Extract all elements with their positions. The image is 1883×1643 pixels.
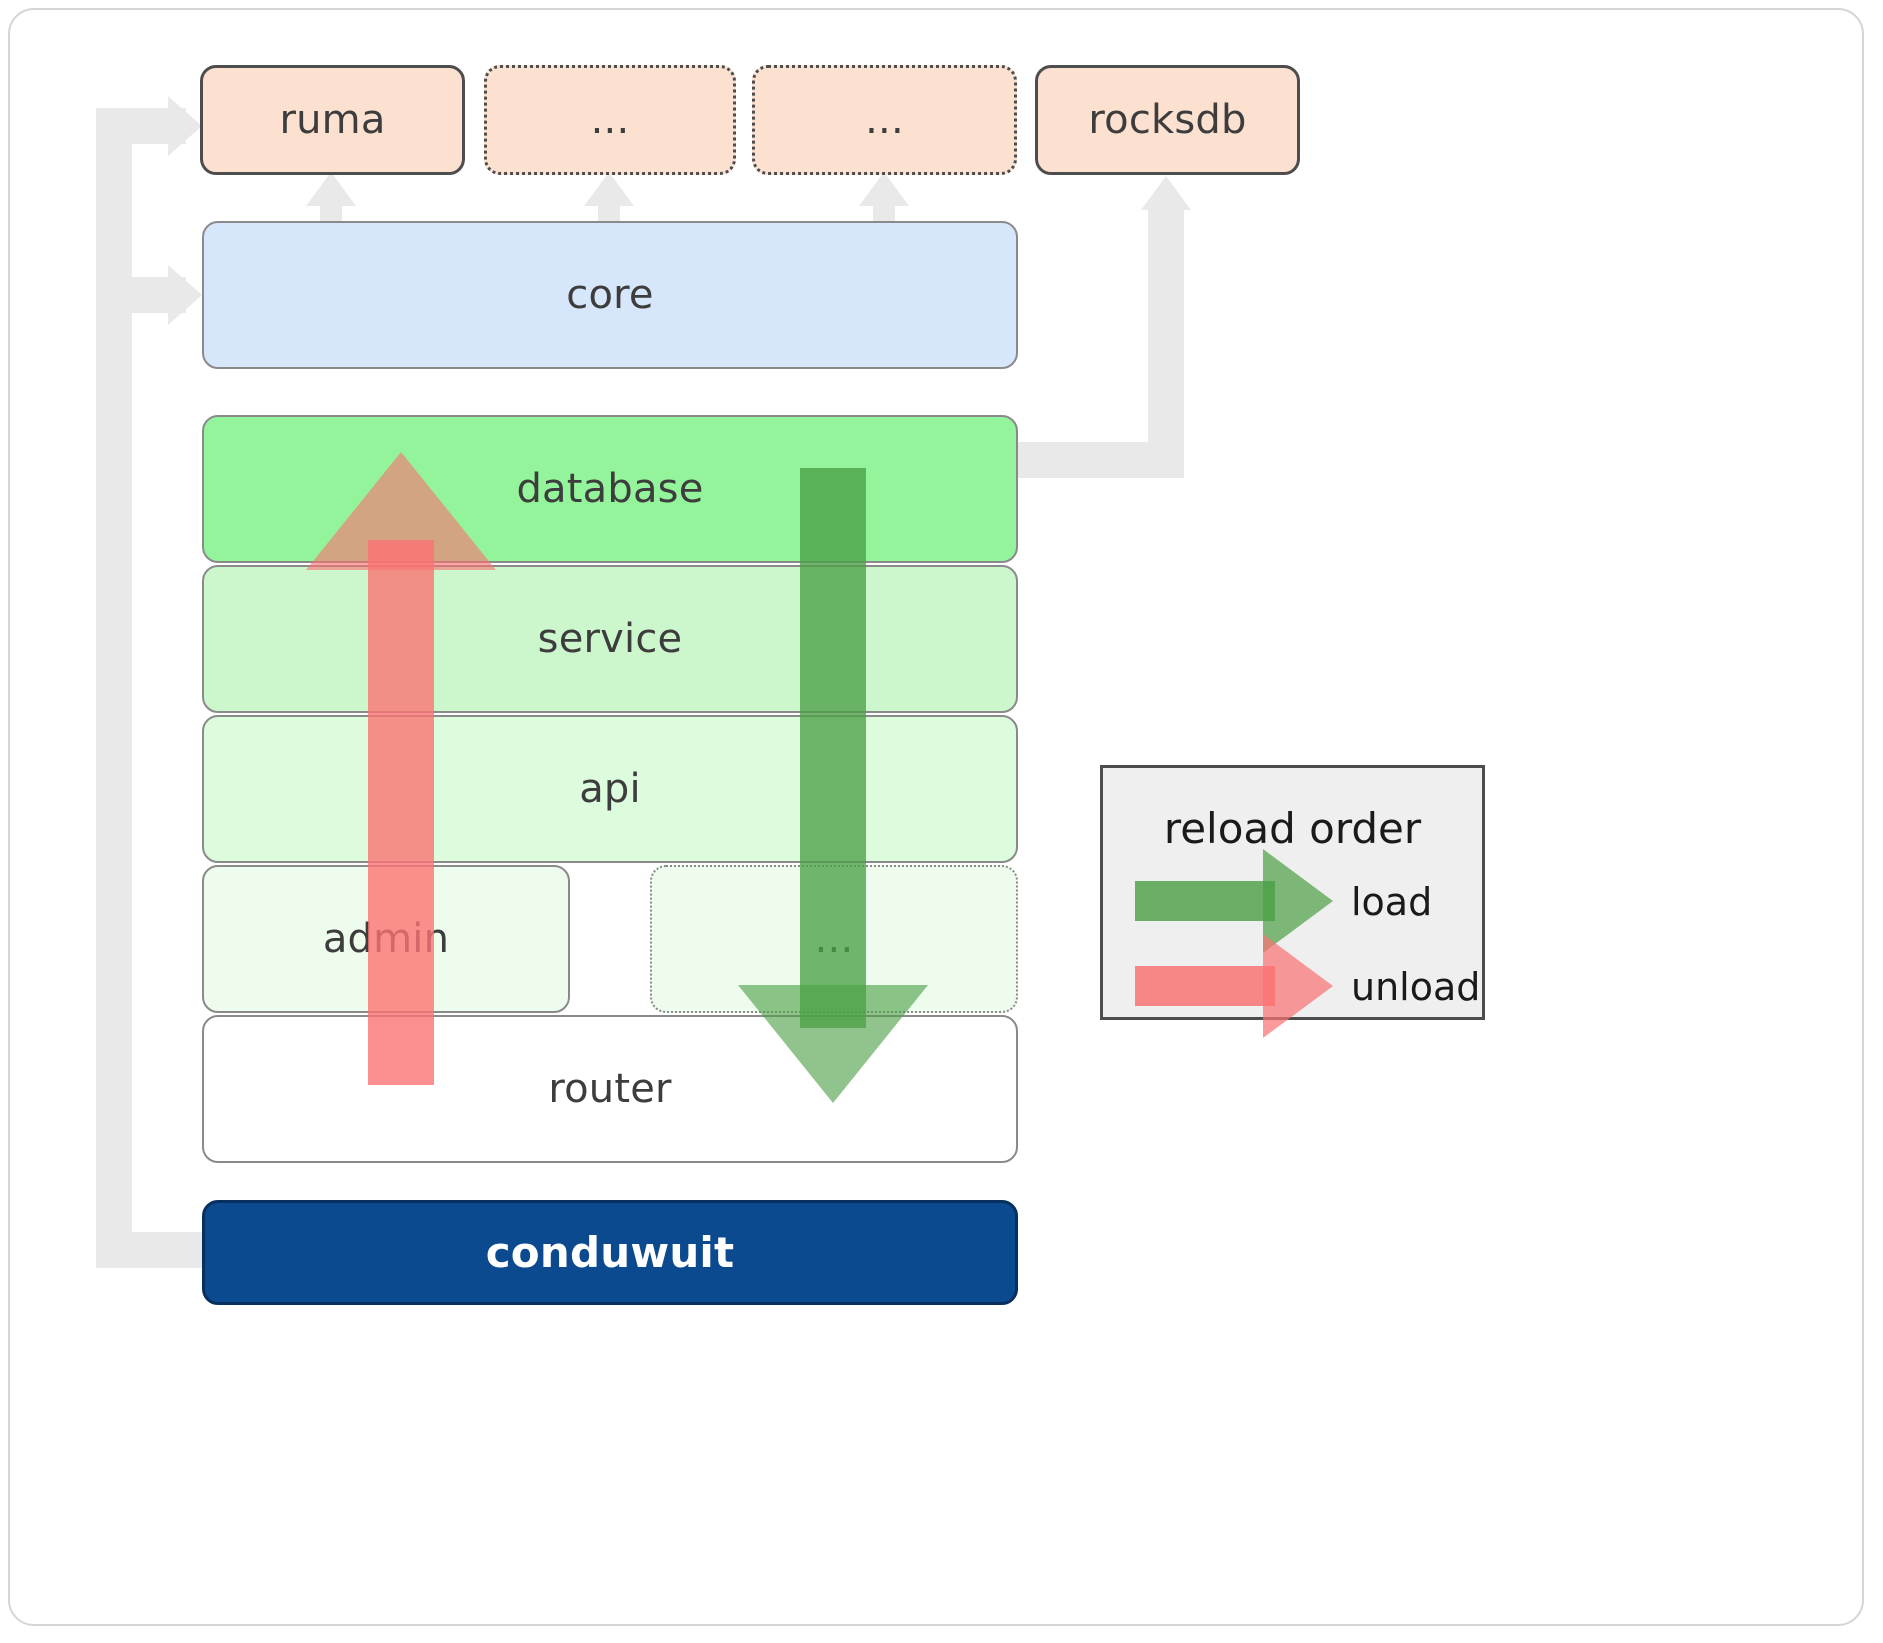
crate-box-ruma[interactable]: ruma [200, 65, 465, 175]
crate-label-ellipsis-1: ... [590, 97, 630, 143]
load-arrow-head [738, 985, 928, 1103]
legend-unload-label: unload [1351, 965, 1481, 1009]
layer-label-api: api [579, 766, 641, 812]
core-to-ruma-stem [320, 200, 342, 224]
legend-load-label: load [1351, 880, 1433, 924]
layer-box-core[interactable]: core [202, 221, 1018, 369]
grey-rocksdb-stem-horizontal [1014, 442, 1184, 478]
grey-rocksdb-arrowhead [1141, 176, 1191, 210]
core-to-dots2-stem [873, 200, 895, 224]
legend-unload-arrow-stem [1135, 966, 1275, 1006]
core-to-dots1-stem [598, 200, 620, 224]
unload-arrow-stem [368, 540, 434, 1085]
layer-label-router: router [548, 1066, 672, 1112]
legend-panel: reload order load unload [1100, 765, 1485, 1038]
crate-box-ellipsis-1[interactable]: ... [484, 65, 736, 175]
legend-load-arrow-stem [1135, 881, 1275, 921]
grey-branch-ruma-arrowhead [168, 96, 202, 156]
load-arrow-stem [800, 468, 866, 1028]
core-to-ruma-arrowhead [306, 172, 356, 206]
layer-label-database: database [516, 466, 704, 512]
crate-box-rocksdb[interactable]: rocksdb [1035, 65, 1300, 175]
legend-title: reload order [1163, 804, 1422, 853]
layer-label-core: core [566, 272, 654, 318]
crate-label-ruma: ruma [279, 97, 386, 143]
layer-label-service: service [537, 616, 683, 662]
grey-branch-core-arrowhead [168, 265, 202, 325]
core-to-dots1-arrowhead [584, 172, 634, 206]
binary-box-conduwuit[interactable]: conduwuit [202, 1200, 1018, 1305]
binary-label-conduwuit: conduwuit [485, 1228, 735, 1277]
crate-label-rocksdb: rocksdb [1088, 97, 1247, 143]
legend-unload-arrow-head [1263, 934, 1333, 1038]
layer-box-service[interactable]: service [202, 565, 1018, 713]
core-to-dots2-arrowhead [859, 172, 909, 206]
unload-arrow-head [306, 452, 496, 570]
grey-rocksdb-stem-vertical [1148, 210, 1184, 460]
layer-box-api[interactable]: api [202, 715, 1018, 863]
crate-label-ellipsis-2: ... [865, 97, 904, 143]
crate-box-ellipsis-2[interactable]: ... [752, 65, 1017, 175]
